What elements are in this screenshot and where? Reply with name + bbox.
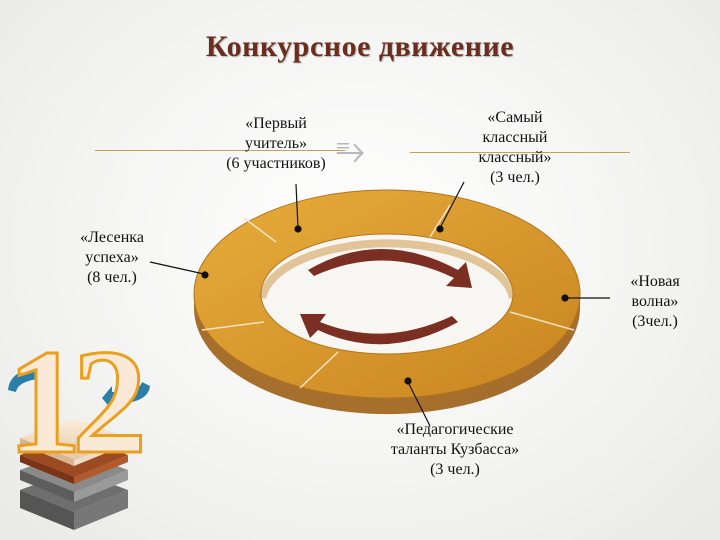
- connectors: [149, 181, 610, 427]
- cycle-arrow-bottom: [300, 314, 458, 345]
- badge-number: 12: [7, 319, 141, 485]
- stacked-blocks-icon: [20, 418, 128, 530]
- label-pedagogical-talents: «Педагогические таланты Кузбасса» (3 чел…: [390, 421, 520, 478]
- decorative-arrow-icon: ⥱: [336, 130, 365, 171]
- label-ladder-of-success: «Лесенка успеха» (8 чел.): [80, 229, 144, 286]
- rotate-right-arrow-icon: [102, 382, 150, 410]
- ring-dividers: [201, 204, 575, 389]
- page-title: Конкурсное движение: [205, 30, 515, 63]
- decorative-line-left: [95, 150, 345, 151]
- label-class-teacher: «Самый классный классный» (3 чел.): [478, 109, 552, 186]
- label-new-wave: «Новая волна» (3чел.): [630, 273, 680, 330]
- decorative-line-right: [410, 152, 630, 153]
- cycle-arrow-top: [308, 249, 472, 288]
- label-first-teacher: «Первый учитель» (6 участников): [226, 115, 326, 172]
- rotate-left-arrow-icon: [8, 360, 56, 392]
